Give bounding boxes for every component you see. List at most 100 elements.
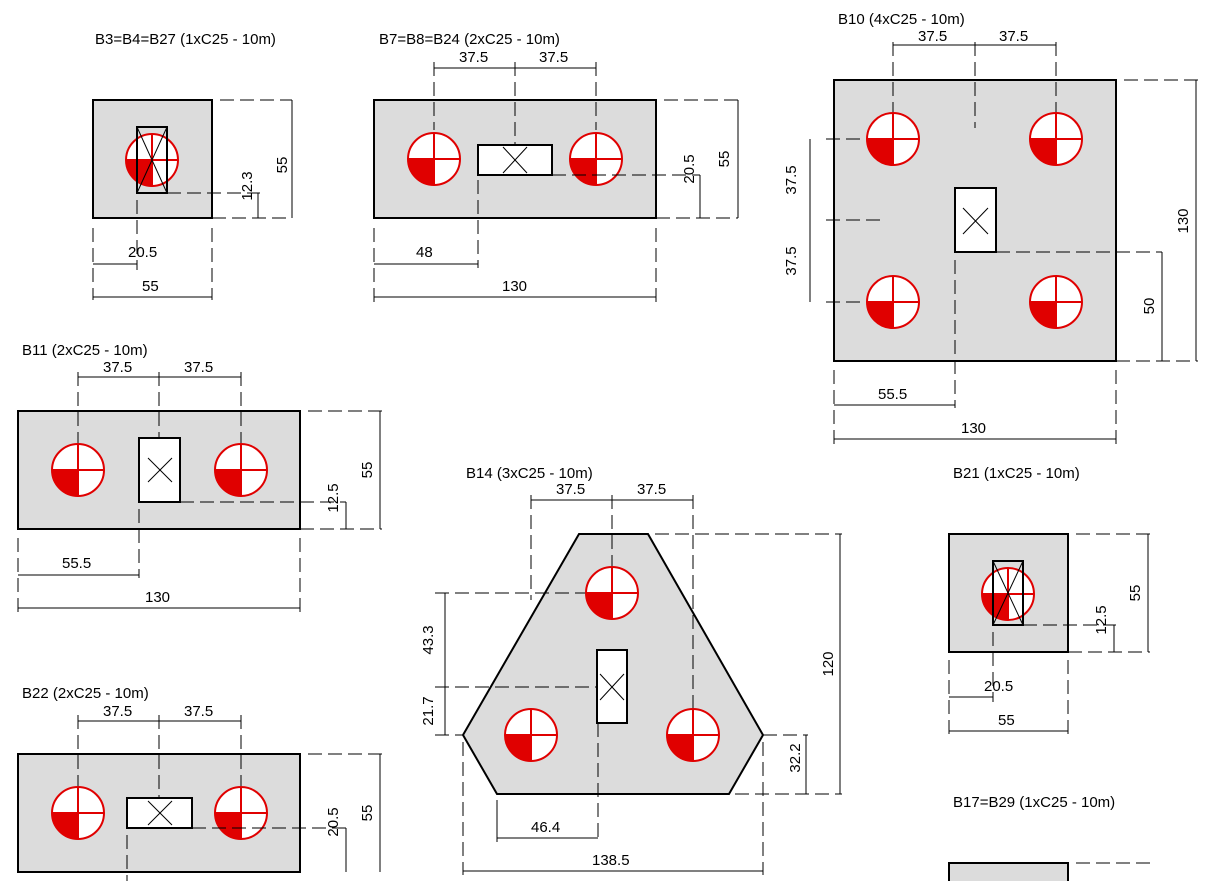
dim-b10-v2: 37.5 [783,246,800,275]
pile-quadrant [667,735,693,761]
dim-b21-offset: 20.5 [984,678,1013,695]
dim-b11-width: 130 [145,589,170,606]
extension-lines-b21 [948,533,1150,734]
pile-marker-icon [51,786,105,840]
dim-b11-s1: 37.5 [103,359,132,376]
dim-b11-ped: 12.5 [325,483,342,512]
dim-b10-height: 130 [1175,208,1192,233]
pile-marker-icon [1029,275,1083,329]
dim-b14-v2: 21.7 [420,696,437,725]
dim-b7-offset: 48 [416,244,433,261]
extension-lines-b10 [826,42,1198,444]
dim-b10-width: 130 [961,420,986,437]
pile-marker-icon [504,708,558,762]
extension-lines-b11 [17,372,382,612]
dimension-lines-b7 [374,67,739,298]
dim-b14-height: 120 [820,651,837,676]
pilecap-b21-outline [948,533,1069,653]
pedestal-b3 [136,126,168,194]
dimension-lines-b3 [93,100,293,298]
dim-b11-s2: 37.5 [184,359,213,376]
pilecap-b17-outline [948,862,1069,881]
dimension-lines-b21 [949,534,1149,732]
pilecap-b10-title: B10 (4xC25 - 10m) [838,11,965,28]
pile-quadrant [52,813,78,839]
dim-b7-s1: 37.5 [459,49,488,66]
dim-b22-s1: 37.5 [103,703,132,720]
pilecap-b7-title: B7=B8=B24 (2xC25 - 10m) [379,31,560,48]
pilecap-b11: B11 (2xC25 - 10m) 37.5 37.5 55 12.5 55.5… [17,342,382,612]
dim-b11-height: 55 [359,462,376,479]
pile-quadrant [586,593,612,619]
dimension-lines-b22 [78,720,381,872]
dim-b14-s1: 37.5 [556,481,585,498]
dim-b10-v1: 37.5 [783,165,800,194]
pile-quadrant [126,160,152,186]
pile-quadrant [867,302,893,328]
dim-b7-height: 55 [716,151,733,168]
dim-b21-ped: 12.5 [1093,605,1110,634]
pedestal-b10 [954,187,997,253]
dim-b14-s2: 37.5 [637,481,666,498]
dimension-lines-b14 [444,499,841,872]
dim-b10-s2: 37.5 [999,28,1028,45]
column-cross-icon [599,673,625,701]
dim-b22-ped: 20.5 [325,807,342,836]
dim-b22-s2: 37.5 [184,703,213,720]
dim-b3-width: 55 [142,278,159,295]
dim-b7-ped: 20.5 [681,154,698,183]
column-cross-icon [502,146,528,174]
extension-lines-b3 [92,99,292,300]
pile-quadrant [1030,302,1056,328]
pilecap-b22-title: B22 (2xC25 - 10m) [22,685,149,702]
extension-lines-b7 [373,62,738,302]
pile-marker-icon [1029,112,1083,166]
dim-b3-offset: 20.5 [128,244,157,261]
pilecap-b17: B17=B29 (1xC25 - 10m) [948,794,1150,881]
pile-quadrant [215,813,241,839]
dim-b11-offset: 55.5 [62,555,91,572]
column-cross-icon [992,560,1024,626]
dim-b14-ped: 32.2 [787,743,804,772]
dimension-lines-b10 [809,44,1197,440]
extension-lines-b14 [435,495,842,875]
pile-quadrant [982,594,1008,620]
pile-marker-icon [214,786,268,840]
pile-quadrant [505,735,531,761]
column-cross-icon [147,457,173,483]
dim-b10-s1: 37.5 [918,28,947,45]
dim-b10-offset: 55.5 [878,386,907,403]
pilecap-b3-title: B3=B4=B27 (1xC25 - 10m) [95,31,276,48]
pile-quadrant [867,139,893,165]
dim-b7-s2: 37.5 [539,49,568,66]
pedestal-b21 [992,560,1024,626]
pile-marker-icon [585,566,639,620]
pilecap-b14: B14 (3xC25 - 10m) 37.5 37.5 43.3 21.7 12… [420,465,842,875]
dim-b21-height: 55 [1127,585,1144,602]
pile-marker-icon [569,132,623,186]
pile-quadrant [570,159,596,185]
column-cross-icon [962,207,989,235]
dim-b22-height: 55 [359,805,376,822]
pile-marker-icon [866,112,920,166]
pilecap-b21-title: B21 (1xC25 - 10m) [953,465,1080,482]
pedestal-b22 [126,797,193,829]
pilecap-b7: B7=B8=B24 (2xC25 - 10m) 37.5 37.5 48 130… [373,31,739,302]
dim-b14-width: 138.5 [592,852,630,869]
dimension-lines-b11 [18,376,381,609]
pile-marker-icon [407,132,461,186]
dim-b7-width: 130 [502,278,527,295]
pile-quadrant [408,159,434,185]
pile-quadrant [52,470,78,496]
pilecap-b22: B22 (2xC25 - 10m) 37.5 37.5 55 20.5 [17,685,382,881]
pilecap-b10: B10 (4xC25 - 10m) 37.5 37.5 37.5 37.5 13… [783,11,1198,444]
pile-quadrant [215,470,241,496]
pile-marker-icon [51,443,105,497]
dim-b14-offset: 46.4 [531,819,560,836]
pile-marker-icon [866,275,920,329]
column-cross-icon [136,126,168,194]
dim-b21-width: 55 [998,712,1015,729]
dim-b3-height: 55 [274,157,291,174]
dim-b3-ped: 12.3 [239,171,256,200]
